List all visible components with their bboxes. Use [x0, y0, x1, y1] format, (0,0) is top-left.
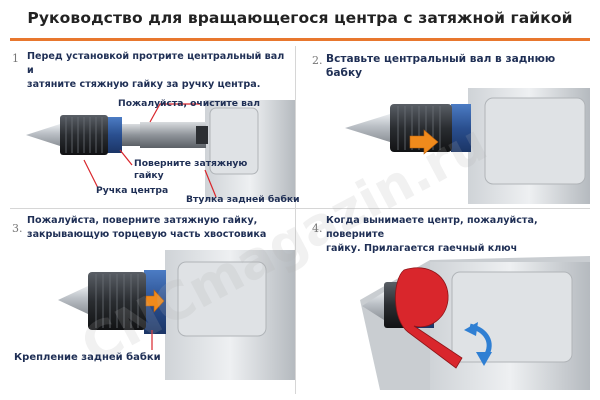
panel-divider-horizontal [10, 208, 590, 209]
step-2-instruction: Вставьте центральный вал в заднюю бабку [326, 52, 591, 80]
step-2-line-1: Вставьте центральный вал в заднюю бабку [326, 53, 556, 79]
panel-3-illustration [58, 250, 295, 380]
callout-turn-nut-1: Поверните затяжную [134, 158, 248, 169]
step-3-instruction: Пожалуйста, поверните затяжную гайку, за… [27, 214, 292, 242]
panel-1-illustration [26, 100, 295, 200]
tighten-arrow-icon [145, 289, 165, 313]
step-4-line-2: гайку. Прилагается гаечный ключ [326, 243, 518, 254]
step-4-line-1: Когда вынимаете центр, пожалуйста, повер… [326, 215, 538, 240]
rotate-arrow-icon [476, 352, 492, 366]
panel-divider-vertical [295, 46, 296, 394]
step-3-line-1: Пожалуйста, поверните затяжную гайку, [27, 215, 258, 226]
page-title: Руководство для вращающегося центра с за… [27, 9, 573, 27]
callout-tailstock-sleeve: Втулка задней бабки [186, 194, 300, 205]
step-1-instruction: Перед установкой протрите центральный ва… [27, 50, 292, 92]
wrench-icon [395, 267, 463, 369]
panel-4-illustration [360, 256, 590, 390]
callout-center-handle: Ручка центра [96, 185, 169, 196]
callout-turn-nut-2: гайку [134, 170, 164, 181]
step-1-line-1: Перед установкой протрите центральный ва… [27, 51, 285, 76]
step-number: 4. [312, 222, 323, 235]
panel-2-illustration [345, 88, 590, 204]
step-number: 3. [12, 222, 23, 235]
step-number: 2. [312, 54, 323, 67]
step-1-line-2: затяните стяжную гайку за ручку центра. [27, 79, 261, 90]
callout-tailstock-mount: Крепление задней бабки [14, 352, 161, 363]
callout-clean-shaft: Пожалуйста, очистите вал [118, 98, 260, 109]
title-underline [10, 38, 590, 41]
step-number: 1 [12, 52, 19, 65]
insert-arrow-icon [409, 129, 439, 155]
step-4-instruction: Когда вынимаете центр, пожалуйста, повер… [326, 214, 591, 256]
step-3-line-2: закрывающую торцевую часть хвостовика [27, 229, 267, 240]
